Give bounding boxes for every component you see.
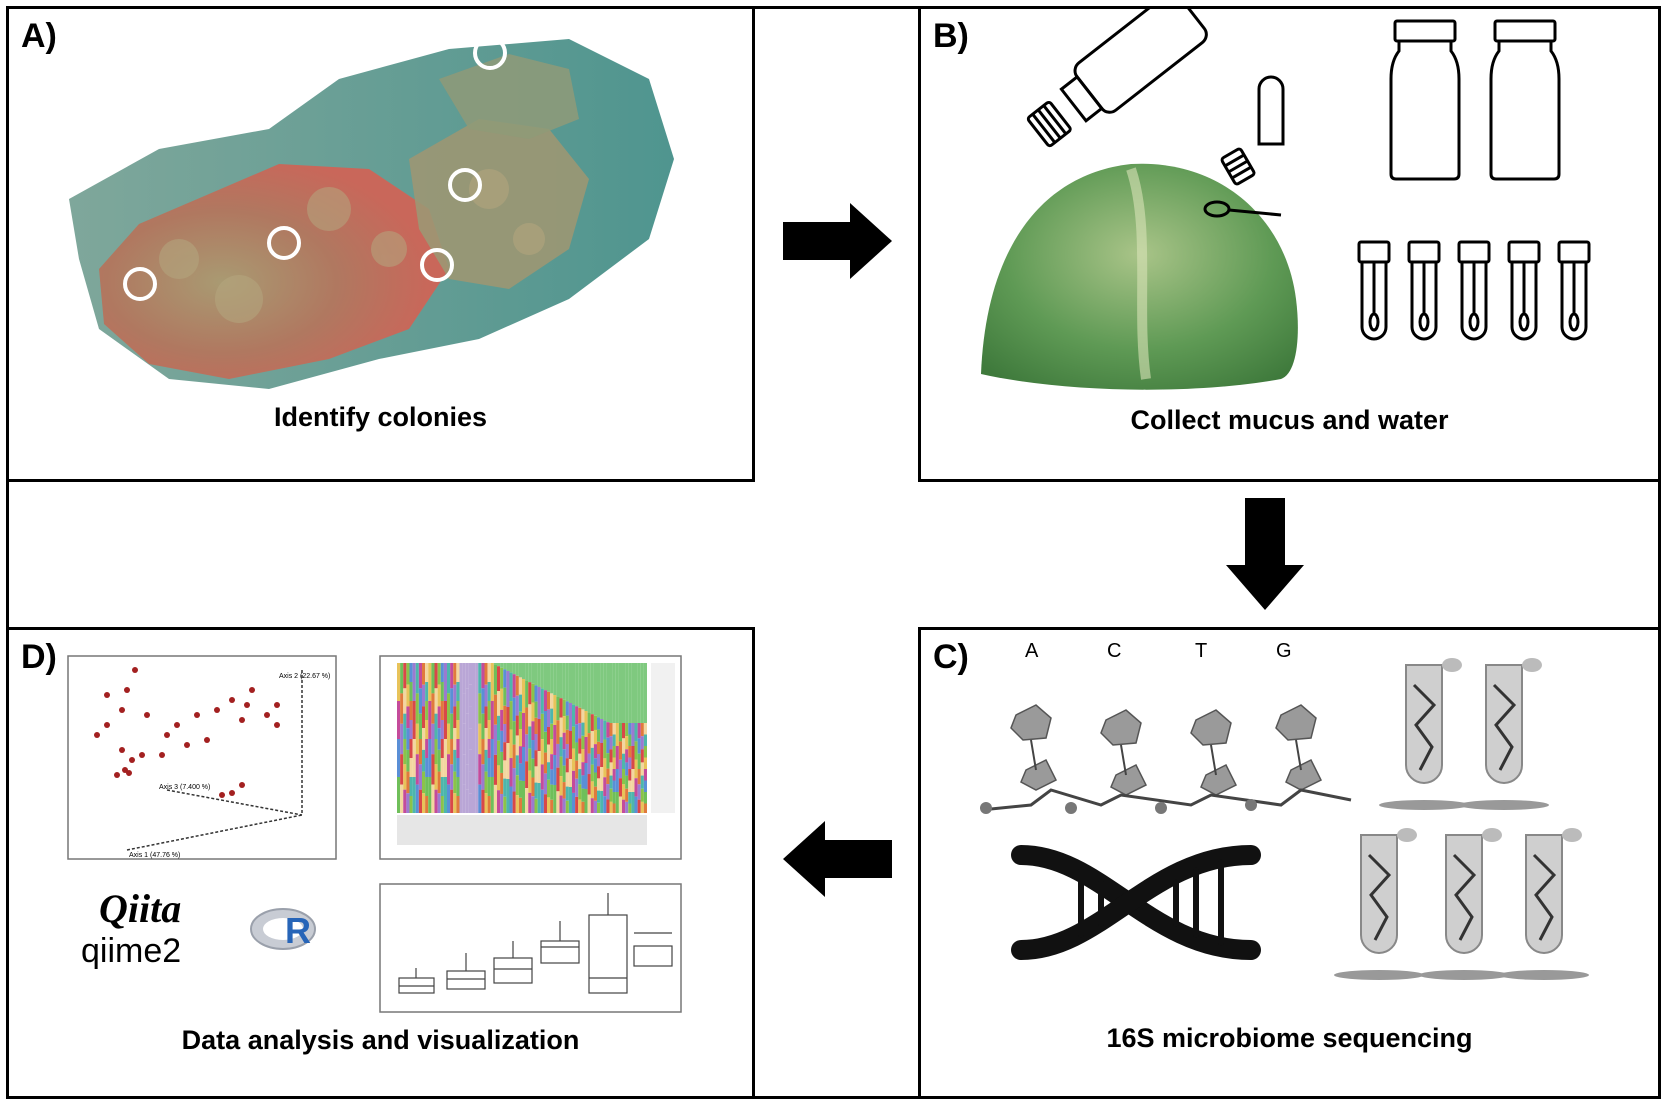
base-t-label: T: [1195, 640, 1208, 662]
panel-16s-sequencing: A C T G C) 16S microbiome sequencing: [918, 627, 1661, 1099]
base-c-label: C: [1107, 640, 1122, 662]
figure-frame: [6, 6, 1661, 1099]
r-logo: [250, 908, 316, 950]
base-g-label: G: [1276, 640, 1292, 662]
pcoa-axis-3-label: Axis 3 (7.400 %): [159, 784, 211, 791]
qiime2-logo: qiime2: [81, 932, 182, 970]
panel-data-analysis: Axis 2 (22.67 %) Axis 3 (7.400 %) Axis 1…: [6, 627, 755, 1099]
taxa-barplot: [379, 655, 682, 860]
panel-c-caption: 16S microbiome sequencing: [1106, 1023, 1473, 1053]
sequencing-illustration: [980, 658, 1589, 980]
right-arrow-icon: [783, 203, 892, 279]
reef-photomosaic: [69, 36, 674, 389]
dna-helix-icon: [1011, 845, 1261, 960]
qiita-logo: Qiita: [99, 886, 182, 931]
pcoa-axis-2-label: Axis 2 (22.67 %): [279, 673, 331, 680]
panel-b-caption: Collect mucus and water: [1130, 405, 1449, 435]
down-arrow-icon: [1226, 498, 1304, 610]
pcoa-axis-1-label: Axis 1 (47.76 %): [129, 852, 181, 859]
panel-a-label: A): [21, 17, 57, 55]
boxplot: [379, 883, 682, 1013]
bottle-icon: [1389, 19, 1561, 181]
panel-d-caption: Data analysis and visualization: [181, 1025, 580, 1055]
sampling-equipment: [981, 9, 1591, 390]
nucleotide-chain: [980, 704, 1352, 814]
left-arrow-icon: [783, 821, 892, 897]
panel-a-caption: Identify colonies: [273, 402, 488, 432]
r-logo-letter: R: [285, 910, 311, 951]
sequencing-tubes: [1334, 658, 1589, 980]
panel-b-label: B): [933, 17, 969, 55]
swab-tube-icon: [1357, 240, 1591, 341]
panel-identify-colonies: A) Identify colonies: [6, 6, 755, 482]
panel-c-label: C): [933, 638, 969, 676]
panel-d-label: D): [21, 638, 57, 676]
base-a-label: A: [1025, 640, 1039, 662]
panel-collect-mucus-water: B) Collect mucus and water: [918, 6, 1661, 482]
pcoa-plot: [67, 655, 337, 860]
